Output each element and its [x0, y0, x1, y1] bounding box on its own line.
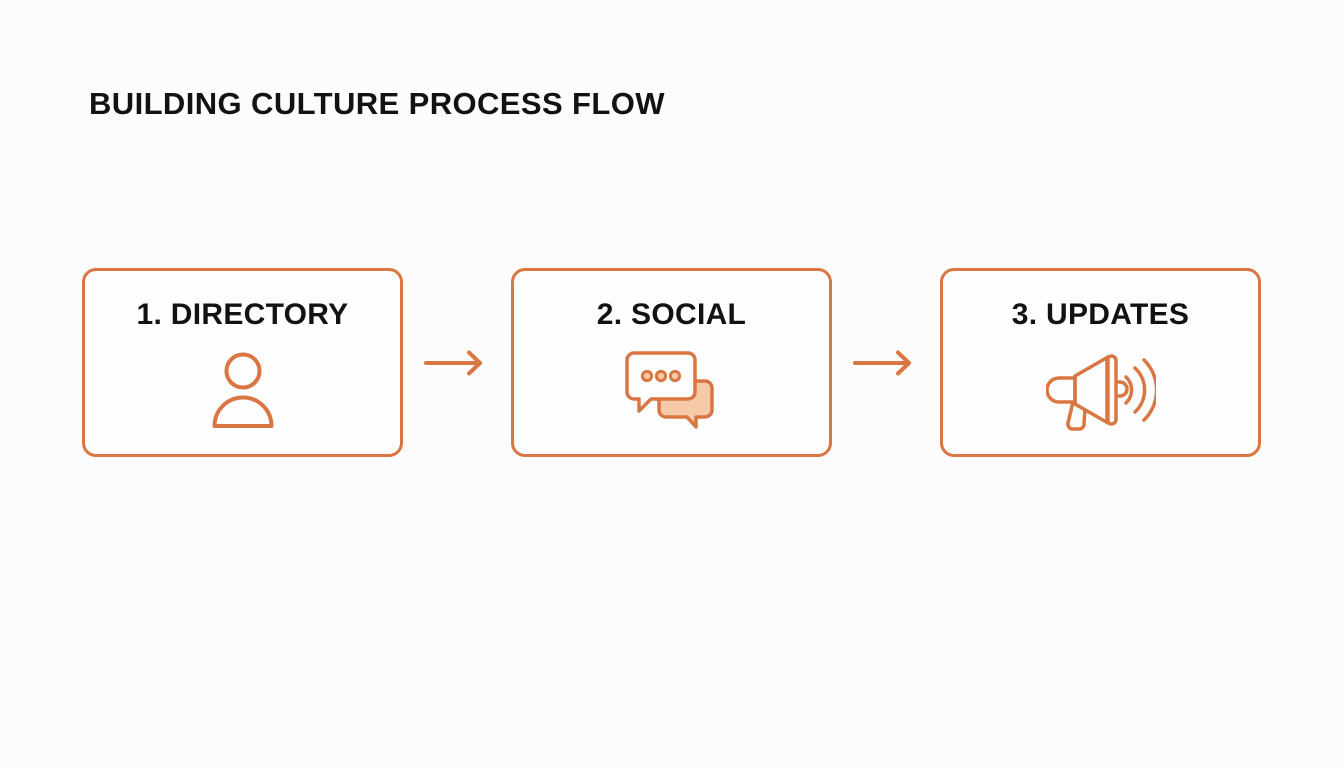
- process-flow-row: 1. DIRECTORY 2. SOCIAL: [82, 268, 1261, 457]
- megaphone-icon: [1041, 347, 1161, 433]
- arrow-right-icon-2: [850, 346, 922, 380]
- step-card-updates[interactable]: 3. UPDATES: [940, 268, 1261, 457]
- arrow-right-icon-1: [421, 346, 493, 380]
- step-label-social: 2. SOCIAL: [596, 298, 747, 331]
- step-label-updates: 3. UPDATES: [1011, 298, 1190, 331]
- chat-bubbles-icon: [612, 347, 732, 433]
- step-label-directory: 1. DIRECTORY: [136, 298, 349, 331]
- step-card-social[interactable]: 2. SOCIAL: [511, 268, 832, 457]
- page-title: BUILDING CULTURE PROCESS FLOW: [89, 86, 665, 121]
- person-icon: [183, 347, 303, 433]
- step-card-directory[interactable]: 1. DIRECTORY: [82, 268, 403, 457]
